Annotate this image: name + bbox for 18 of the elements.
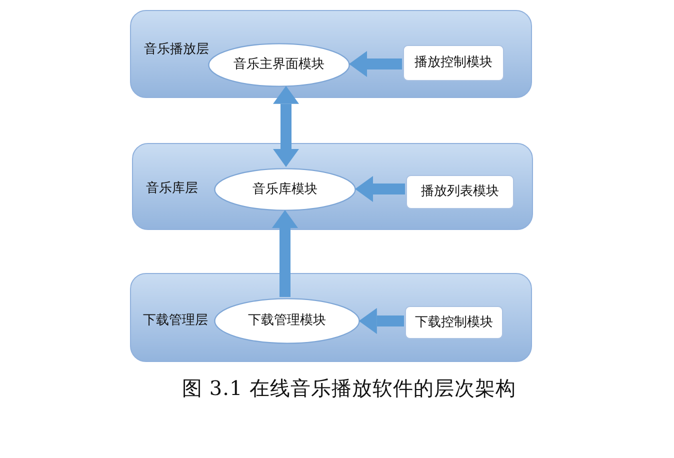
figure-caption: 图 3.1 在线音乐播放软件的层次架构	[182, 376, 516, 400]
layer-label: 音乐库层	[146, 181, 198, 197]
layer-panel	[132, 143, 533, 230]
block-arrow	[358, 308, 404, 334]
layer-label: 下载管理层	[143, 313, 208, 329]
module-ellipse: 下载管理模块	[214, 298, 360, 344]
layer-label: 音乐播放层	[144, 42, 209, 58]
module-box: 播放控制模块	[403, 45, 504, 81]
block-arrow	[273, 86, 299, 167]
block-arrow	[355, 176, 405, 202]
module-box: 播放列表模块	[406, 175, 514, 209]
block-arrow	[272, 210, 298, 297]
module-ellipse: 音乐主界面模块	[208, 43, 350, 87]
block-arrow	[349, 51, 402, 77]
layer-panel	[130, 273, 532, 362]
module-ellipse: 音乐库模块	[214, 168, 356, 211]
layer-panel	[130, 10, 532, 98]
module-box: 下载控制模块	[405, 306, 503, 339]
